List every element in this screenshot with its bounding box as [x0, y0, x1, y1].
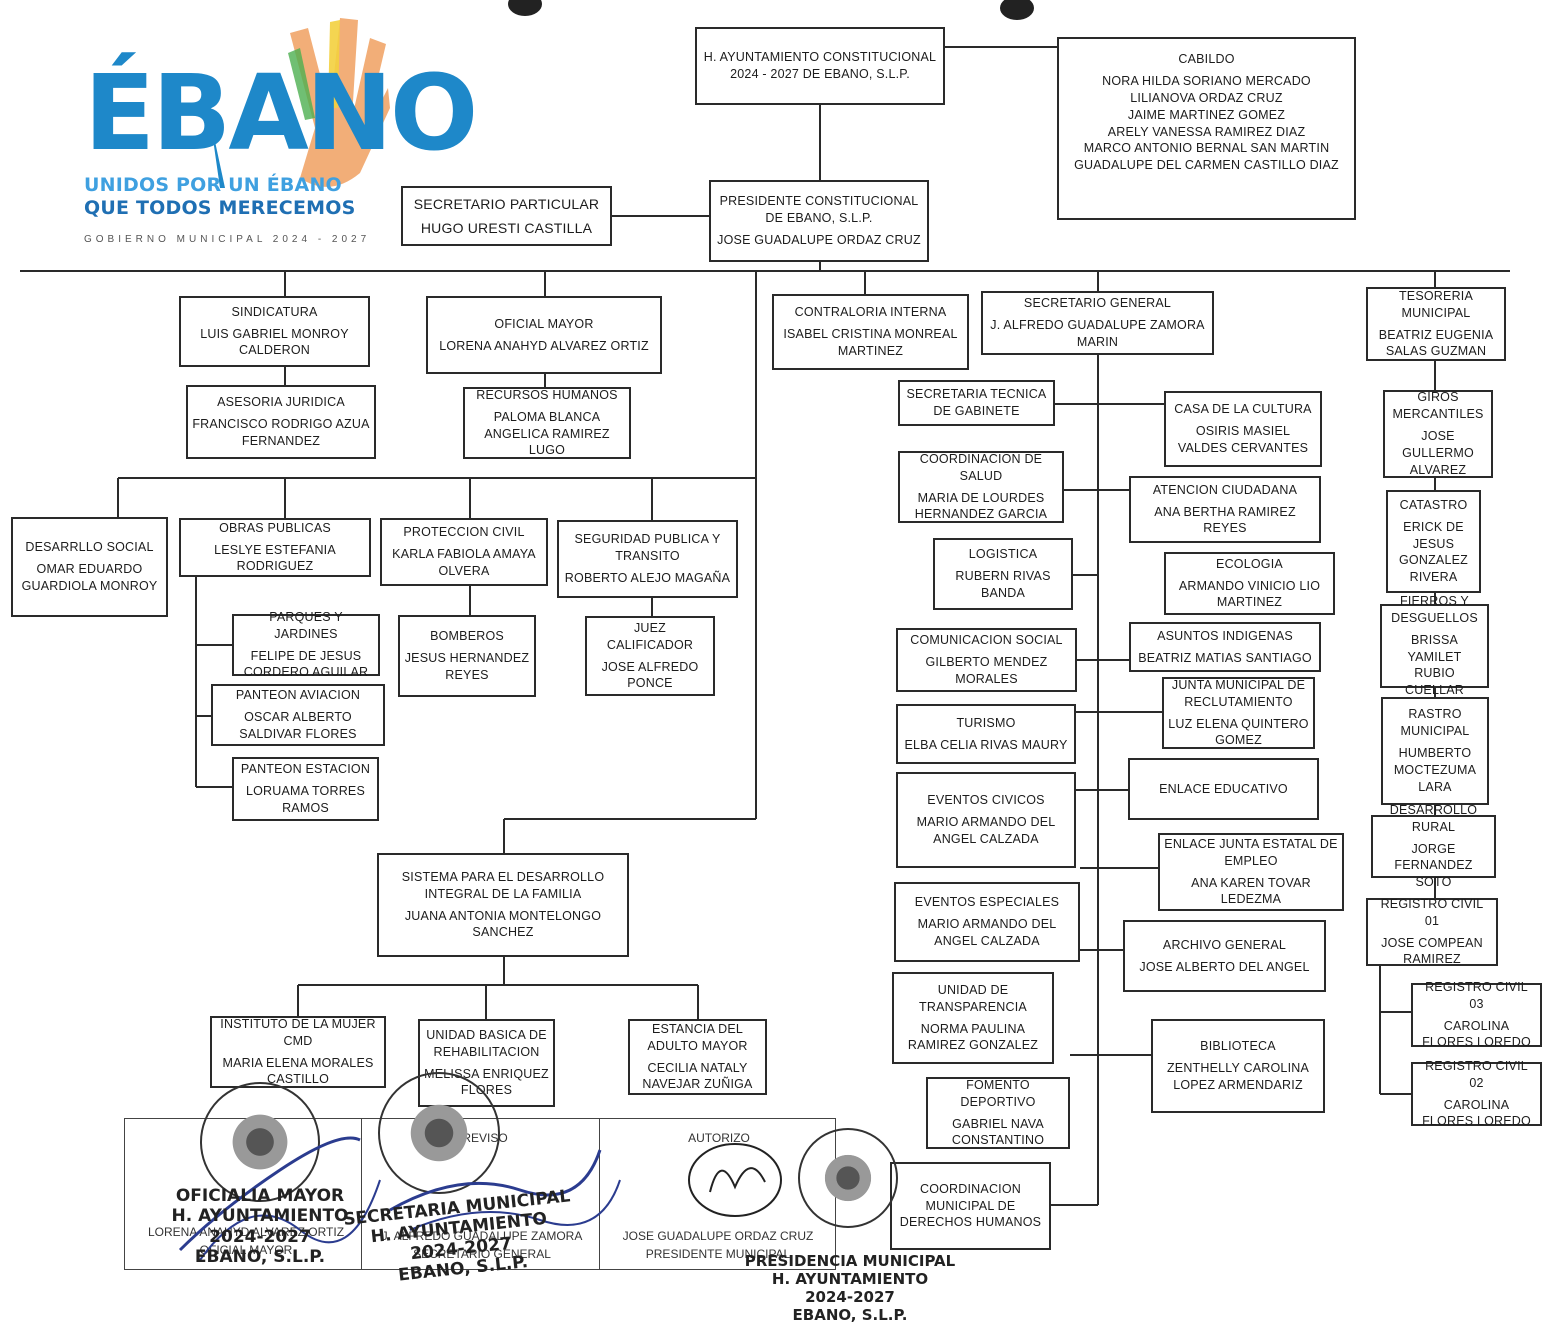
box-seguridad-publica: SEGURIDAD PUBLICA Y TRANSITO ROBERTO ALE… [557, 520, 738, 598]
hand-icon [210, 18, 390, 188]
logo-tagline-1: UNIDOS POR UN ÉBANO [84, 174, 342, 196]
box-desarrollo-social: DESARRLLO SOCIAL OMAR EDUARDO GUARDIOLA … [11, 517, 168, 617]
sig3-label: AUTORIZO [688, 1131, 750, 1145]
official-seal-3 [798, 1128, 898, 1228]
sig1-role: OFICIAL MAYOR [199, 1243, 293, 1257]
box-secretaria-tecnica: SECRETARIA TECNICA DE GABINETE [898, 380, 1055, 426]
box-ecologia: ECOLOGIA ARMANDO VINICIO LIO MARTINEZ [1164, 552, 1335, 615]
gov-period: GOBIERNO MUNICIPAL 2024 - 2027 [84, 234, 371, 245]
box-desarrollo-rural: DESARROLLO RURAL JORGE FERNANDEZ SOTO [1371, 803, 1496, 889]
official-seal-1 [200, 1082, 320, 1202]
box-giros-mercantiles: GIROS MERCANTILES JOSE GULLERMO ALVAREZ [1383, 390, 1493, 478]
box-sindicatura: SINDICATURA LUIS GABRIEL MONROY CALDERON [179, 296, 370, 367]
box-junta-reclutamiento: JUNTA MUNICIPAL DE RECLUTAMIENTO LUZ ELE… [1162, 677, 1315, 749]
box-secretario-general: SECRETARIO GENERAL J. ALFREDO GUADALUPE … [981, 291, 1214, 355]
stamp-oficialia-mayor: OFICIALIA MAYOR H. AYUNTAMIENTO 2024-202… [171, 1186, 349, 1268]
stamp-presidencia-municipal: PRESIDENCIA MUNICIPAL H. AYUNTAMIENTO 20… [744, 1252, 956, 1324]
sig-divider [599, 1119, 600, 1269]
box-unidad-transparencia: UNIDAD DE TRANSPARENCIA NORMA PAULINA RA… [892, 972, 1054, 1064]
box-rastro: RASTRO MUNICIPAL HUMBERTO MOCTEZUMA LARA [1381, 697, 1489, 805]
ebano-logo [60, 8, 390, 258]
box-enlace-empleo: ENLACE JUNTA ESTATAL DE EMPLEO ANA KAREN… [1158, 833, 1344, 911]
president-signature-icon [688, 1143, 782, 1217]
box-fomento-deportivo: FOMENTO DEPORTIVO GABRIEL NAVA CONSTANTI… [926, 1077, 1070, 1149]
box-secretario-particular: SECRETARIO PARTICULAR HUGO URESTI CASTIL… [401, 186, 612, 246]
box-coordinacion-salud: COORDINACION DE SALUD MARIA DE LOURDES H… [898, 451, 1064, 523]
box-eventos-civicos: EVENTOS CIVICOS MARIO ARMANDO DEL ANGEL … [896, 772, 1076, 868]
box-asuntos-indigenas: ASUNTOS INDIGENAS BEATRIZ MATIAS SANTIAG… [1129, 622, 1321, 672]
box-enlace-educativo: ENLACE EDUCATIVO [1128, 758, 1319, 820]
box-presidente: PRESIDENTE CONSTITUCIONAL DE EBANO, S.L.… [709, 180, 929, 262]
box-tesoreria: TESORERIA MUNICIPAL BEATRIZ EUGENIA SALA… [1366, 287, 1506, 361]
box-cabildo: CABILDO NORA HILDA SORIANO MERCADO LILIA… [1057, 37, 1356, 220]
box-catastro: CATASTRO ERICK DE JESUS GONZALEZ RIVERA [1386, 490, 1481, 593]
logo-wordmark: ÉBANO [84, 52, 478, 174]
sig3-name: JOSE GUADALUPE ORDAZ CRUZ [622, 1229, 814, 1243]
box-eventos-especiales: EVENTOS ESPECIALES MARIO ARMANDO DEL ANG… [894, 882, 1080, 962]
box-obras-publicas: OBRAS PUBLICAS LESLYE ESTEFANIA RODRIGUE… [179, 518, 371, 577]
box-parques-jardines: PARQUES Y JARDINES FELIPE DE JESUS CORDE… [232, 610, 380, 679]
sig2-role: SECRETARIO GENERAL [413, 1247, 551, 1261]
sig-divider [361, 1119, 362, 1269]
box-comunicacion-social: COMUNICACION SOCIAL GILBERTO MENDEZ MORA… [896, 628, 1077, 692]
sig3-role: PRESIDENTE MUNICIPAL [645, 1247, 791, 1261]
box-recursos-humanos: RECURSOS HUMANOS PALOMA BLANCA ANGELICA … [463, 387, 631, 459]
box-ayuntamiento: H. AYUNTAMIENTO CONSTITUCIONAL 2024 - 20… [695, 27, 945, 105]
punch-hole [508, 0, 542, 16]
box-bomberos: BOMBEROS JESUS HERNANDEZ REYES [398, 615, 536, 697]
box-logistica: LOGISTICA RUBERN RIVAS BANDA [933, 538, 1073, 610]
punch-hole [1000, 0, 1034, 20]
logo-tagline-2: QUE TODOS MERECEMOS [84, 197, 356, 219]
box-contraloria: CONTRALORIA INTERNA ISABEL CRISTINA MONR… [772, 294, 969, 370]
box-registro-civil-03: REGISTRO CIVIL 03 CAROLINA FLORES LOREDO [1411, 980, 1542, 1049]
box-estancia-adulto-mayor: ESTANCIA DEL ADULTO MAYOR CECILIA NATALY… [628, 1019, 767, 1095]
box-turismo: TURISMO ELBA CELIA RIVAS MAURY [896, 704, 1076, 764]
box-biblioteca: BIBLIOTECA ZENTHELLY CAROLINA LOPEZ ARME… [1151, 1019, 1325, 1113]
box-fierros: FIERROS Y DESGUELLOS BRISSA YAMILET RUBI… [1380, 594, 1489, 697]
signature-scribbles-icon [178, 1136, 621, 1261]
box-proteccion-civil: PROTECCION CIVIL KARLA FABIOLA AMAYA OLV… [380, 518, 548, 586]
box-dif: SISTEMA PARA EL DESARROLLO INTEGRAL DE L… [377, 853, 629, 957]
box-registro-civil-01: REGISTRO CIVIL 01 JOSE COMPEAN RAMIREZ [1366, 897, 1498, 966]
box-asesoria-juridica: ASESORIA JURIDICA FRANCISCO RODRIGO AZUA… [186, 385, 376, 459]
box-oficial-mayor: OFICIAL MAYOR LORENA ANAHYD ALVAREZ ORTI… [426, 296, 662, 374]
box-juez-calificador: JUEZ CALIFICADOR JOSE ALFREDO PONCE [585, 616, 715, 696]
sig2-name: J. ALFREDO GUADALUPE ZAMORA [381, 1229, 583, 1243]
box-atencion-ciudadana: ATENCION CIUDADANA ANA BERTHA RAMIREZ RE… [1129, 476, 1321, 543]
box-panteon-estacion: PANTEON ESTACION LORUAMA TORRES RAMOS [232, 757, 379, 821]
official-seal-2 [378, 1072, 500, 1194]
box-casa-cultura: CASA DE LA CULTURA OSIRIS MASIEL VALDES … [1164, 391, 1322, 467]
box-panteon-aviacion: PANTEON AVIACION OSCAR ALBERTO SALDIVAR … [211, 684, 385, 746]
box-instituto-mujer: INSTITUTO DE LA MUJER CMD MARIA ELENA MO… [210, 1016, 386, 1088]
box-archivo-general: ARCHIVO GENERAL JOSE ALBERTO DEL ANGEL [1123, 920, 1326, 992]
box-derechos-humanos: COORDINACION MUNICIPAL DE DERECHOS HUMAN… [890, 1162, 1051, 1250]
box-registro-civil-02: REGISTRO CIVIL 02 CAROLINA FLORES LOREDO [1411, 1059, 1542, 1128]
